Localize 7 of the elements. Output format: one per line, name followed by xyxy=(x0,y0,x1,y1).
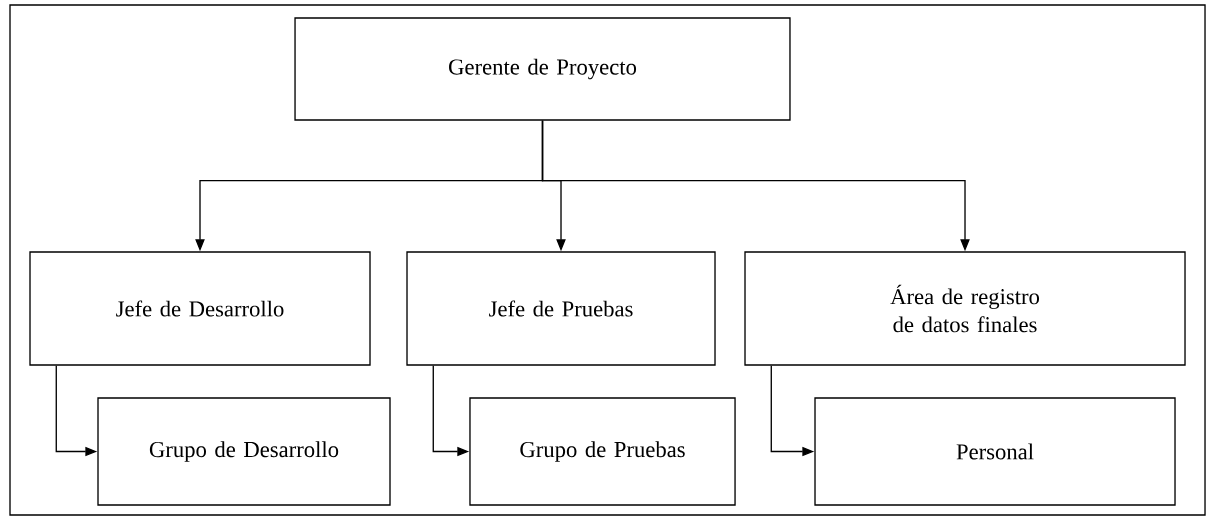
org-box: Jefe de Desarrollo xyxy=(29,251,371,366)
org-box: Personal xyxy=(814,397,1176,506)
org-box: Área de registro de datos finales xyxy=(744,251,1186,366)
org-box: Gerente de Proyecto xyxy=(294,17,791,121)
org-box: Jefe de Pruebas xyxy=(406,251,716,366)
org-box: Grupo de Pruebas xyxy=(469,397,736,506)
org-box: Grupo de Desarrollo xyxy=(97,397,391,506)
